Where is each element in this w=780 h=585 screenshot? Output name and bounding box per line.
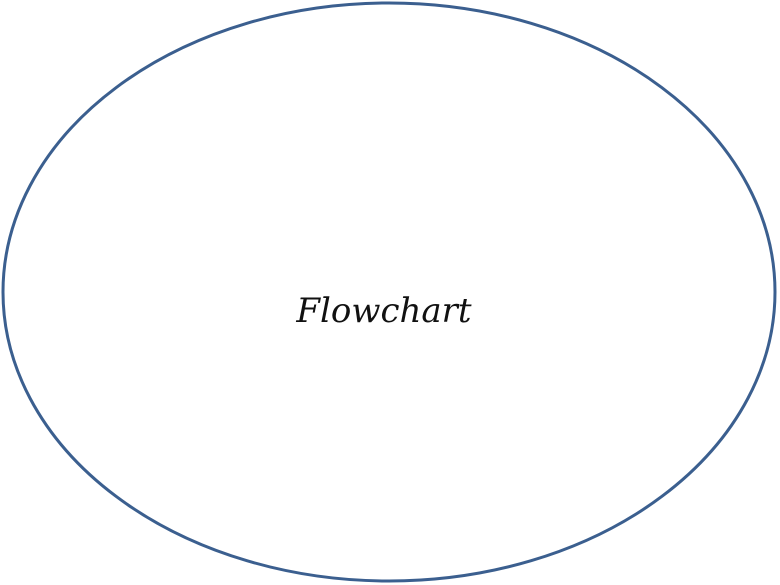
flowchart-label: Flowchart bbox=[295, 291, 472, 331]
